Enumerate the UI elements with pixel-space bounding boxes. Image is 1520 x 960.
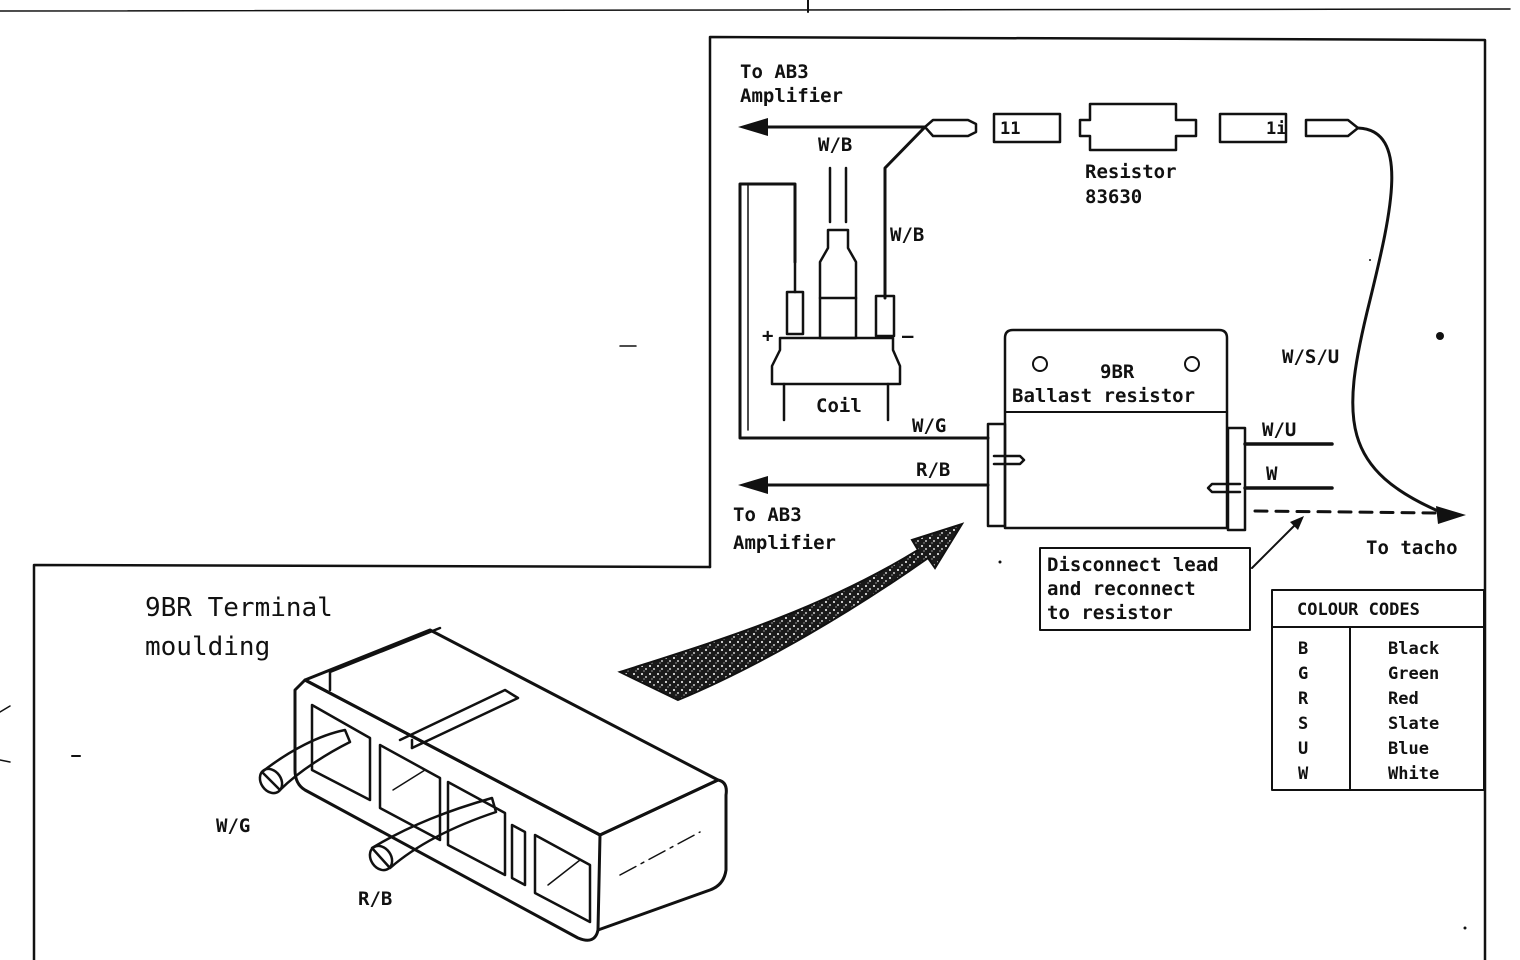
colour-codes-header: COLOUR CODES bbox=[1297, 600, 1420, 620]
colour-name: White bbox=[1388, 764, 1439, 784]
wire-wu-label: W/U bbox=[1262, 419, 1296, 441]
note-line-1: Disconnect lead bbox=[1047, 554, 1219, 576]
colour-codes-table: COLOUR CODES B Black G Green R Red S Sla… bbox=[1271, 589, 1485, 791]
top-wb-wire: To AB3 Amplifier W/B W/B bbox=[738, 61, 927, 300]
moulding-frame bbox=[32, 563, 712, 960]
wg-wire: W/G bbox=[738, 182, 990, 440]
to-ab3-bottom-label-1: To AB3 bbox=[733, 504, 802, 526]
scan-specks bbox=[0, 259, 1467, 930]
ballast-label-2: Ballast resistor bbox=[1012, 385, 1195, 407]
note-line-3: to resistor bbox=[1047, 602, 1173, 624]
colour-code: U bbox=[1298, 739, 1308, 759]
note-line-2: and reconnect bbox=[1047, 578, 1196, 600]
colour-name: Black bbox=[1388, 639, 1439, 659]
colour-code-row: S Slate bbox=[1298, 714, 1439, 734]
ballast-resistor: 9BR Ballast resistor bbox=[986, 328, 1247, 532]
to-tacho-label: To tacho bbox=[1366, 537, 1458, 559]
rb-wire: R/B To AB3 Amplifier bbox=[733, 459, 990, 554]
to-ab3-bottom-label-2: Amplifier bbox=[733, 532, 836, 554]
resistor-label-1: Resistor bbox=[1085, 161, 1177, 183]
resistor-inline-connectors: 11 1i Resistor 83630 bbox=[923, 102, 1360, 208]
wire-wb-top-label: W/B bbox=[818, 134, 852, 156]
colour-code: G bbox=[1298, 664, 1308, 684]
colour-code-row: B Black bbox=[1298, 639, 1439, 659]
wire-wg-label: W/G bbox=[912, 415, 946, 437]
disconnected-lead-dashed bbox=[1253, 509, 1442, 515]
colour-code-row: W White bbox=[1298, 764, 1439, 784]
resistor-body bbox=[1078, 102, 1198, 152]
coil-name-label: Coil bbox=[816, 395, 862, 417]
colour-code-row: U Blue bbox=[1298, 739, 1429, 759]
connector-left-mark: 11 bbox=[1000, 119, 1020, 139]
colour-code: S bbox=[1298, 714, 1308, 734]
ballast-label-1: 9BR bbox=[1100, 361, 1135, 383]
wire-rb-label: R/B bbox=[916, 459, 950, 481]
wire-wb-coil-label: W/B bbox=[890, 224, 924, 246]
moulding-title-2: moulding bbox=[145, 632, 270, 662]
scan-edge-line bbox=[0, 8, 1511, 12]
colour-code-row: G Green bbox=[1298, 664, 1439, 684]
wire-w-label: W bbox=[1266, 463, 1278, 485]
colour-name: Green bbox=[1388, 664, 1439, 684]
moulding-wg-label: W/G bbox=[216, 815, 250, 837]
colour-code: R bbox=[1298, 689, 1309, 709]
colour-code: B bbox=[1298, 639, 1308, 659]
to-ab3-top-label-2: Amplifier bbox=[740, 85, 843, 107]
resistor-label-2: 83630 bbox=[1085, 186, 1142, 208]
callout-arrow bbox=[617, 522, 965, 702]
connector-right-mark: 1i bbox=[1266, 119, 1286, 139]
colour-name: Red bbox=[1388, 689, 1419, 709]
disconnect-note: Disconnect lead and reconnect to resisto… bbox=[1039, 516, 1304, 631]
moulding-title-1: 9BR Terminal bbox=[145, 593, 333, 623]
colour-code-row: R Red bbox=[1298, 689, 1419, 709]
coil-minus-label: – bbox=[902, 325, 914, 347]
coil-plus-label: + bbox=[762, 325, 773, 347]
wire-wsu-label: W/S/U bbox=[1282, 346, 1339, 368]
ballast-right-wires: W/U W bbox=[1243, 419, 1334, 490]
to-ab3-top-label-1: To AB3 bbox=[740, 61, 809, 83]
colour-name: Slate bbox=[1388, 714, 1439, 734]
terminal-moulding: 9BR Terminal moulding W/G R/B bbox=[145, 593, 728, 942]
diagram-frame bbox=[708, 35, 1487, 960]
ignition-coil: + – Coil bbox=[762, 166, 914, 422]
moulding-rb-label: R/B bbox=[358, 888, 392, 910]
colour-name: Blue bbox=[1388, 739, 1429, 759]
wsu-wire-to-tacho: W/S/U To tacho bbox=[1253, 126, 1466, 559]
colour-code: W bbox=[1298, 764, 1309, 784]
